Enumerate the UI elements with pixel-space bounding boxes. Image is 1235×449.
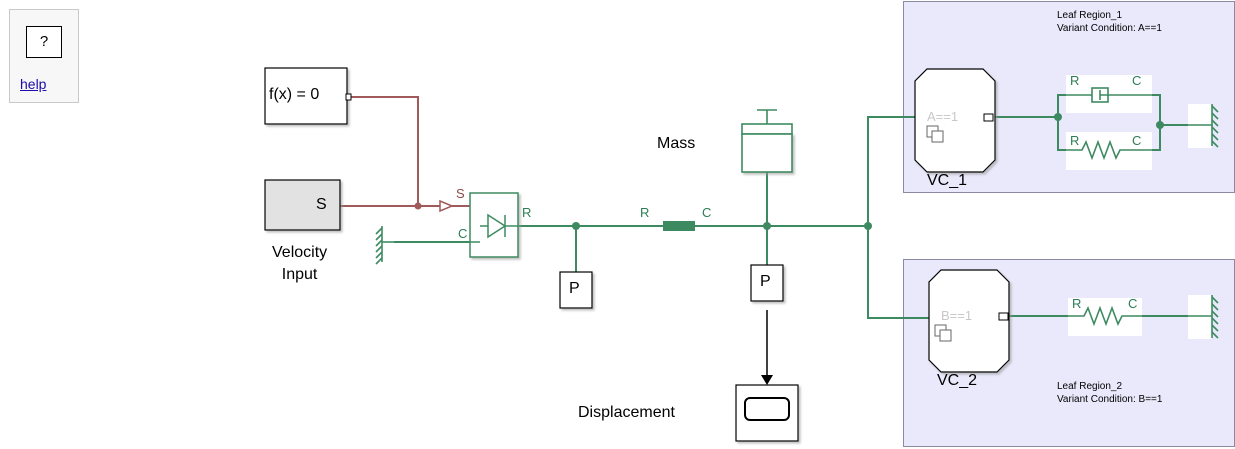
port-label-c-element: C (702, 205, 712, 220)
help-link[interactable]: help (20, 76, 47, 92)
signal-junction (414, 202, 422, 210)
solver-label: f(x) = 0 (269, 86, 320, 103)
region-1-condition: Variant Condition: A==1 (1057, 23, 1162, 34)
help-block[interactable]: ? help (9, 9, 79, 103)
solver-port (345, 93, 352, 101)
mechanical-wires (394, 94, 1188, 319)
port-label-r-source: R (522, 205, 532, 220)
sensor-label-2: P (760, 273, 771, 290)
vc2-label: VC_2 (937, 372, 978, 389)
subsystem-icon (926, 125, 944, 143)
region-2-name: Leaf Region_2 (1057, 381, 1123, 392)
vc1-label: VC_1 (927, 172, 968, 189)
mass-block[interactable] (741, 109, 793, 173)
port-label-r-damper: R (1070, 73, 1080, 88)
port-label-r-spring2: R (1072, 296, 1082, 311)
scope-screen-icon (744, 397, 790, 421)
port-label-s: S (456, 186, 465, 201)
ground-block-1[interactable] (1188, 104, 1212, 148)
help-icon[interactable]: ? (26, 26, 62, 58)
port-label-r-spring1: R (1070, 133, 1080, 148)
sensor-block-1[interactable] (559, 271, 593, 309)
displacement-label: Displacement (578, 404, 675, 421)
port-label-r-element: R (640, 205, 650, 220)
mass-label: Mass (657, 135, 696, 152)
velocity-input-label: Velocity Input (272, 244, 328, 283)
arrow-down-icon (761, 375, 773, 385)
sensor-block-2[interactable] (750, 264, 784, 302)
velocity-source-letter: S (316, 196, 327, 213)
ground-icon (375, 226, 394, 265)
translational-element-icon (658, 221, 703, 231)
ground-icon-3 (1188, 295, 1219, 339)
subsystem-icon-2 (934, 324, 952, 342)
variant-subsystem-vc2[interactable] (928, 269, 1010, 373)
mechanical-junctions (572, 113, 1164, 230)
spring-block-1[interactable] (1066, 132, 1152, 170)
variant-subsystem-vc1[interactable] (914, 68, 996, 173)
velocity-source-icon (470, 213, 518, 243)
spring-block-2[interactable] (1068, 298, 1142, 336)
velocity-input-block[interactable] (264, 179, 341, 231)
vc1-condition: A==1 (927, 109, 958, 124)
region-1-name: Leaf Region_1 (1057, 10, 1123, 21)
port-label-c-damper: C (1132, 73, 1142, 88)
spring-icon (1066, 139, 1152, 161)
physical-signal-wires (340, 96, 470, 207)
vc1-port (983, 113, 994, 122)
port-label-c-source: C (458, 226, 468, 241)
ground-block-2[interactable] (1188, 295, 1212, 339)
ground-icon-2 (1188, 104, 1219, 148)
velocity-source-block[interactable] (469, 192, 519, 258)
damper-icon (1066, 87, 1152, 103)
signal-arrow-icon (439, 199, 454, 213)
damper-block[interactable] (1066, 75, 1152, 113)
port-label-c-spring1: C (1132, 133, 1142, 148)
spring-icon-2 (1068, 305, 1142, 327)
vc2-port (998, 312, 1009, 321)
port-label-c-spring2: C (1128, 296, 1138, 311)
sensor-label-1: P (569, 280, 580, 297)
vc2-condition: B==1 (941, 308, 972, 323)
region-2-condition: Variant Condition: B==1 (1057, 394, 1163, 405)
